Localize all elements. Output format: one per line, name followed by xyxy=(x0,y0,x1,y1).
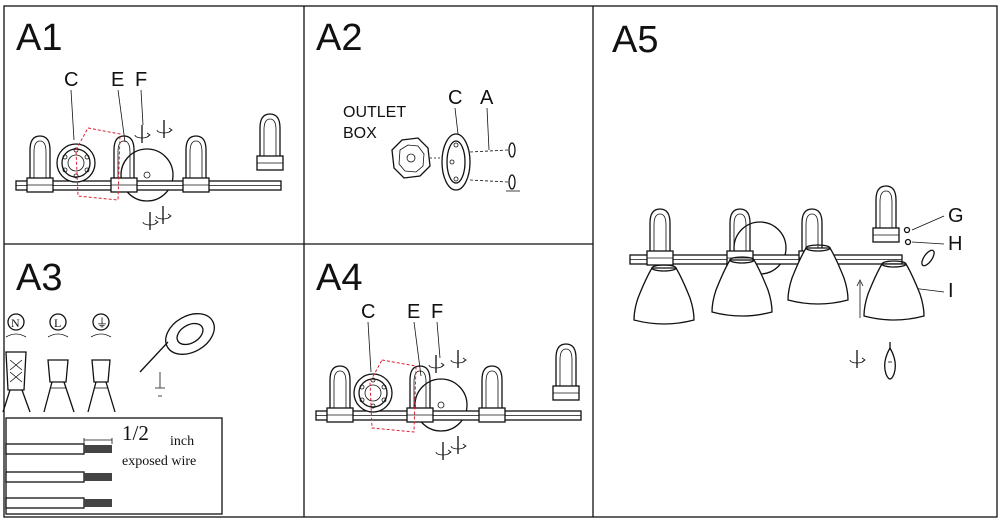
panel-a5-title: A5 xyxy=(612,19,658,61)
canopy-a1 xyxy=(120,148,174,202)
symbol-l: L xyxy=(54,316,61,330)
wire-nut-ground: ⏚ xyxy=(87,313,116,413)
electrical-tape-icon xyxy=(139,313,215,397)
panel-a1-title: A1 xyxy=(16,17,62,59)
bulb-install-icon xyxy=(849,342,896,380)
panel-a1: A1 C E F xyxy=(15,17,284,231)
label-e: E xyxy=(407,301,420,323)
wire-strip-gauge: 1/2 inch exposed wire xyxy=(5,417,223,515)
panel-a3: A3 N L ⏚ xyxy=(2,257,223,515)
wire-nut-neutral: N xyxy=(2,313,31,413)
label-f: F xyxy=(135,69,147,91)
label-c: C xyxy=(361,301,375,323)
label-i: I xyxy=(948,280,954,302)
outlet-box-label-line1: OUTLET xyxy=(343,104,406,121)
strip-unit: inch xyxy=(170,434,194,449)
label-a: A xyxy=(480,87,494,109)
label-f: F xyxy=(431,301,443,323)
panel-a4: A4 C E F xyxy=(315,257,582,461)
canopy-a4 xyxy=(414,378,468,432)
symbol-n: N xyxy=(11,316,20,330)
panel-a2: A2 OUTLET BOX C A xyxy=(316,17,520,192)
symbol-ground: ⏚ xyxy=(96,316,108,330)
mounting-bracket xyxy=(441,133,471,191)
label-h: H xyxy=(948,233,962,255)
outlet-box-label-line2: BOX xyxy=(343,125,377,142)
panel-grid xyxy=(3,5,998,518)
label-g: G xyxy=(948,205,964,227)
panel-a2-title: A2 xyxy=(316,17,362,59)
label-c: C xyxy=(448,87,462,109)
outlet-box xyxy=(391,137,445,179)
panel-a3-title: A3 xyxy=(16,257,62,299)
strip-caption: exposed wire xyxy=(122,454,196,469)
label-e: E xyxy=(111,69,124,91)
wire-nut-line: L xyxy=(43,313,75,413)
strip-fraction: 1/2 xyxy=(122,421,149,445)
panel-a4-title: A4 xyxy=(316,257,362,299)
panel-a5: A5 G H I xyxy=(612,19,964,380)
label-c: C xyxy=(64,69,78,91)
